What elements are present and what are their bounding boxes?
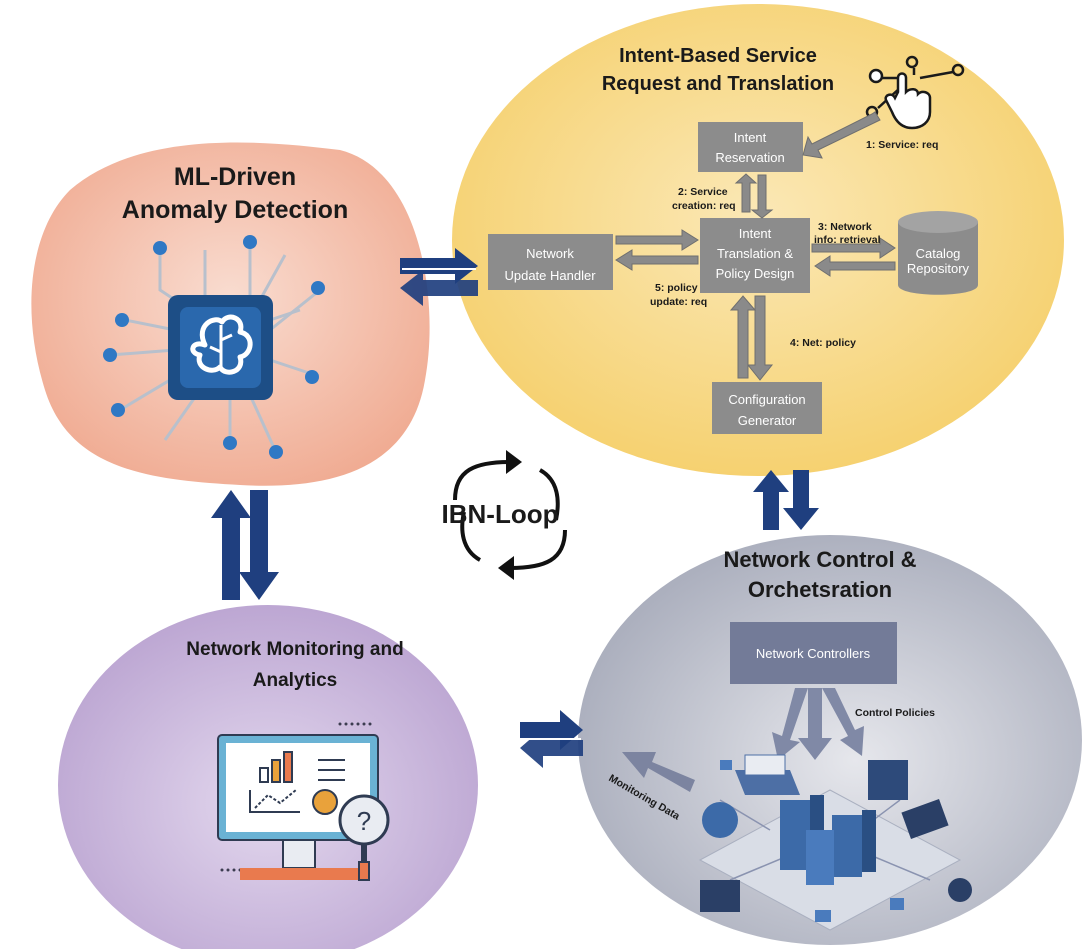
control-title-line2: Orchetsration — [748, 577, 892, 602]
control-policy-arrows — [772, 688, 864, 760]
svg-text:Repository: Repository — [907, 261, 970, 276]
svg-text:Policy Design: Policy Design — [716, 266, 795, 281]
step-1-label: 1: Service: req — [866, 139, 938, 151]
svg-text:Network Controllers: Network Controllers — [756, 646, 871, 661]
ml-intent-exchange-arrows — [400, 248, 478, 306]
service-request-arrow — [802, 111, 881, 159]
touch-network-icon — [865, 55, 965, 130]
intent-control-exchange-arrows — [753, 470, 819, 530]
control-title-line1: Network Control & — [723, 547, 916, 572]
ml-monitoring-exchange-arrows — [211, 490, 279, 600]
step-5-label-line1: 5: policy — [655, 282, 698, 294]
intent-reservation-box: Intent Reservation — [698, 122, 803, 172]
svg-text:Intent: Intent — [739, 226, 772, 241]
svg-text:Generator: Generator — [738, 413, 797, 428]
ml-title-line2: Anomaly Detection — [122, 196, 348, 224]
step-5-label-line2: update: req — [650, 296, 707, 308]
ibn-loop-badge: IBN-Loop — [442, 450, 567, 580]
ibn-loop-label: IBN-Loop — [442, 499, 559, 529]
policy-up-arrow — [729, 295, 757, 379]
configuration-generator-box: Configuration Generator — [712, 382, 822, 434]
svg-text:Intent: Intent — [734, 130, 767, 145]
catalog-request-arrow — [811, 237, 896, 259]
catalog-response-arrow — [814, 255, 896, 277]
monitoring-control-exchange-arrows — [520, 710, 583, 768]
policy-to-handler-arrow — [615, 249, 699, 271]
step-3-label-line1: 3: Network — [818, 221, 872, 233]
intent-translation-box: Intent Translation & Policy Design — [700, 218, 810, 293]
datacenter-isometric-icon — [698, 754, 972, 931]
step-4-label: 4: Net: policy — [790, 337, 856, 349]
analytics-monitor-icon: ? — [217, 722, 390, 881]
service-creation-up-arrow — [734, 173, 758, 213]
policy-down-arrow — [746, 295, 774, 381]
handler-to-policy-arrow — [615, 229, 699, 251]
control-policies-label: Control Policies — [855, 707, 935, 719]
monitoring-data-arrow — [622, 752, 695, 792]
svg-text:Reservation: Reservation — [715, 150, 784, 165]
svg-text:Catalog: Catalog — [916, 246, 961, 261]
network-controllers-box: Network Controllers — [730, 622, 897, 684]
svg-text:Update Handler: Update Handler — [504, 268, 596, 283]
brain-chip-icon — [103, 235, 325, 459]
svg-text:Translation &: Translation & — [717, 246, 793, 261]
service-creation-down-arrow — [750, 174, 774, 219]
step-2-label-line1: 2: Service — [678, 186, 728, 198]
step-3-label-line2: info: retrieval — [814, 234, 881, 246]
intent-title-line1: Intent-Based Service — [619, 45, 817, 67]
svg-text:Configuration: Configuration — [728, 392, 805, 407]
step-2-label-line2: creation: req — [672, 200, 736, 212]
monitoring-title-line1: Network Monitoring and — [186, 639, 403, 660]
ml-title-line1: ML-Driven — [174, 163, 296, 191]
intent-title-line2: Request and Translation — [602, 73, 834, 95]
catalog-repository-cylinder: Catalog Repository — [898, 211, 978, 295]
svg-text:Network: Network — [526, 246, 574, 261]
svg-text:?: ? — [357, 806, 371, 836]
network-update-handler-box: Network Update Handler — [488, 234, 613, 290]
monitoring-title-line2: Analytics — [253, 670, 337, 691]
